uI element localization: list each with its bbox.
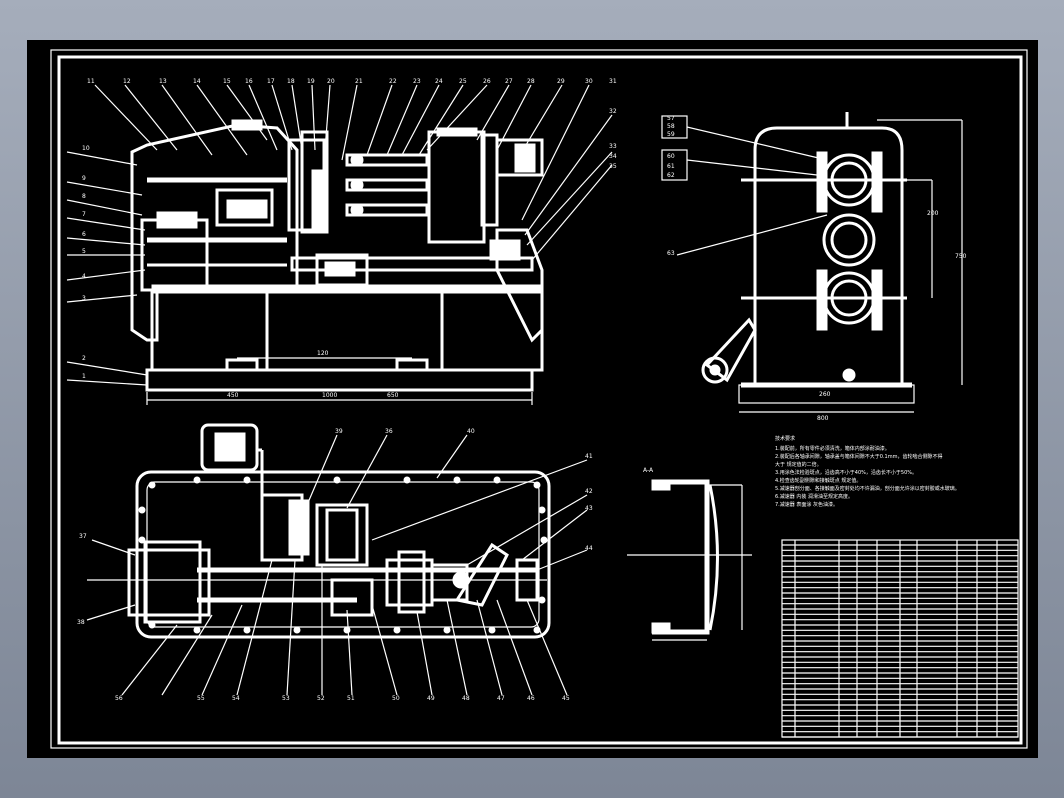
callout-12: 12: [123, 78, 131, 85]
callout-28: 28: [527, 78, 535, 85]
callout-34: 34: [609, 153, 617, 160]
callout-14: 14: [193, 78, 201, 85]
callout-56: 56: [115, 695, 123, 702]
front-view: 1000 650 450 120 11 12 13: [66, 78, 617, 405]
note-line-7: 6.减速器 内装 润滑油至规定高度。: [775, 493, 853, 500]
dim-side-3: 200: [927, 210, 939, 217]
callout-4: 4: [82, 273, 86, 280]
note-line-4: 3.用涂色法检验斑点，沿齿高不小于40%，沿齿长不小于50%。: [775, 469, 917, 476]
section-label: A-A: [643, 467, 654, 474]
callout-43: 43: [585, 505, 593, 512]
callout-11: 11: [87, 78, 95, 85]
callout-35: 35: [609, 163, 617, 170]
callout-62: 62: [667, 172, 675, 179]
callout-8: 8: [82, 193, 86, 200]
callout-23: 23: [413, 78, 421, 85]
technical-notes: 技术要求 1.装配前，所有零件必须清洗，箱体内部涂耐油漆。 2.装配后各轴承间隙…: [775, 435, 960, 508]
callout-10: 10: [82, 145, 90, 152]
callout-27: 27: [505, 78, 513, 85]
callout-55: 55: [197, 695, 205, 702]
callout-45: 45: [562, 695, 570, 702]
front-view-labels: 11 12 13 14 15 16 17 18 19 20 21 22 23 2…: [82, 78, 617, 380]
callout-53: 53: [282, 695, 290, 702]
callout-58: 58: [667, 123, 675, 130]
callout-63: 63: [667, 250, 675, 257]
callout-41: 41: [585, 453, 593, 460]
plan-view: 37 38 39 40 41 42 43 44 36 45 46 47 48 4…: [77, 423, 593, 702]
note-line-1: 1.装配前，所有零件必须清洗，箱体内部涂耐油漆。: [775, 445, 890, 452]
section-a-a-view: A-A: [627, 467, 752, 641]
callout-2: 2: [82, 355, 86, 362]
note-line-5: 4.检查齿轮副侧隙和接触斑点 规定值。: [775, 477, 861, 484]
callout-31: 31: [609, 78, 617, 85]
cad-drawing: 1000 650 450 120 11 12 13: [50, 49, 1028, 749]
callout-38: 38: [77, 619, 85, 626]
callout-37: 37: [79, 533, 87, 540]
callout-49: 49: [427, 695, 435, 702]
callout-33: 33: [609, 143, 617, 150]
dim-side-4: 800: [817, 415, 829, 422]
callout-16: 16: [245, 78, 253, 85]
callout-22: 22: [389, 78, 397, 85]
callout-54: 54: [232, 695, 240, 702]
side-view: 260 750 200 800 57 58 59 60 61 62 63: [661, 112, 967, 422]
callout-32: 32: [609, 108, 617, 115]
outer-border: [50, 49, 1028, 749]
callout-1: 1: [82, 373, 86, 380]
callout-44: 44: [585, 545, 593, 552]
callout-9: 9: [82, 175, 86, 182]
callout-46: 46: [527, 695, 535, 702]
callout-59: 59: [667, 131, 675, 138]
callout-26: 26: [483, 78, 491, 85]
dim-front-4: 120: [317, 350, 329, 357]
callout-6: 6: [82, 231, 86, 238]
callout-60: 60: [667, 153, 675, 160]
callout-19: 19: [307, 78, 315, 85]
dim-front-2: 650: [387, 392, 399, 399]
callout-48: 48: [462, 695, 470, 702]
callout-29: 29: [557, 78, 565, 85]
callout-18: 18: [287, 78, 295, 85]
callout-30: 30: [585, 78, 593, 85]
callout-20: 20: [327, 78, 335, 85]
note-line-8: 7.减速器 表面涂 灰色油漆。: [775, 501, 838, 508]
callout-47: 47: [497, 695, 505, 702]
callout-7: 7: [82, 211, 86, 218]
note-line-2: 2.装配后各轴承间隙，轴承盖与箱体间隙不大于0.1mm，齿轮啮合侧隙不得: [775, 453, 942, 460]
callout-36: 36: [385, 428, 393, 435]
callout-39: 39: [335, 428, 343, 435]
callout-21: 21: [355, 78, 363, 85]
callout-51: 51: [347, 695, 355, 702]
callout-24: 24: [435, 78, 443, 85]
callout-15: 15: [223, 78, 231, 85]
callout-13: 13: [159, 78, 167, 85]
callout-42: 42: [585, 488, 593, 495]
callout-25: 25: [459, 78, 467, 85]
notes-title: 技术要求: [775, 435, 795, 442]
callout-61: 61: [667, 163, 675, 170]
dim-side-1: 260: [819, 391, 831, 398]
parts-list-table: [781, 539, 1019, 738]
note-line-6: 5.减速器剖分面、各接触面及密封处均不许漏油，剖分面允许涂以密封胶或水玻璃。: [775, 485, 960, 492]
dim-side-2: 750: [955, 253, 967, 260]
inner-border: [57, 55, 1023, 745]
callout-50: 50: [392, 695, 400, 702]
callout-52: 52: [317, 695, 325, 702]
drawing-sheet: 1000 650 450 120 11 12 13: [27, 40, 1038, 758]
callout-5: 5: [82, 248, 86, 255]
callout-3: 3: [82, 295, 86, 302]
callout-17: 17: [267, 78, 275, 85]
callout-40: 40: [467, 428, 475, 435]
callout-57: 57: [667, 115, 675, 122]
note-line-3: 大于 规定值的二倍。: [775, 461, 822, 468]
dim-front-3: 450: [227, 392, 239, 399]
dim-front-1: 1000: [322, 392, 337, 399]
